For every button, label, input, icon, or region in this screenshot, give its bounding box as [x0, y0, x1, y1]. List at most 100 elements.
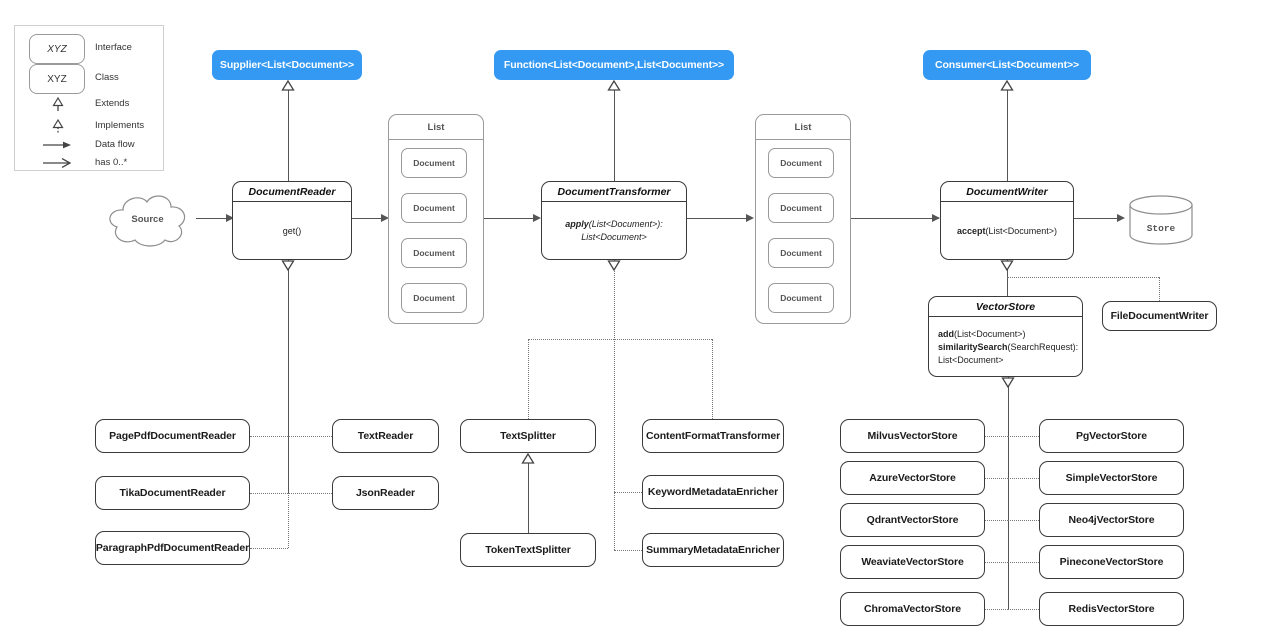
class-document-writer-title: DocumentWriter	[941, 182, 1073, 202]
class-text-reader[interactable]: TextReader	[332, 419, 439, 453]
link-textreader	[288, 436, 332, 437]
class-pg-vector-store[interactable]: PgVectorStore	[1039, 419, 1184, 453]
line-consumer-to-writer	[1007, 90, 1008, 181]
class-document-reader-title: DocumentReader	[233, 182, 351, 202]
flow-writer-to-store	[1074, 218, 1122, 219]
store-label: Store	[1146, 222, 1176, 234]
link-pgvector	[1008, 436, 1039, 437]
class-summary-metadata-enricher[interactable]: SummaryMetadataEnricher	[642, 533, 784, 567]
link-summary-enricher	[614, 550, 642, 551]
link-redis	[1008, 609, 1039, 610]
method-accept-name: accept	[956, 225, 986, 236]
method-add-args: (List<Document>)	[954, 328, 1026, 339]
list-item: Document	[401, 238, 467, 268]
class-vector-store[interactable]: VectorStore add(List<Document>) similari…	[928, 296, 1083, 377]
class-milvus-vector-store[interactable]: MilvusVectorStore	[840, 419, 985, 453]
class-qdrant-vector-store[interactable]: QdrantVectorStore	[840, 503, 985, 537]
class-paragraph-pdf-document-reader[interactable]: ParagraphPdfDocumentReader	[95, 531, 250, 565]
spine-vectorstore	[1008, 377, 1009, 610]
method-apply-return: List<Document>	[581, 232, 647, 242]
source-cloud: Source	[95, 188, 200, 250]
link-jsonreader	[288, 493, 332, 494]
link-neo4j	[1008, 520, 1039, 521]
link-keyword-enricher	[614, 492, 642, 493]
list-item: Document	[401, 193, 467, 223]
class-file-document-writer[interactable]: FileDocumentWriter	[1102, 301, 1217, 331]
implements-triangle-writer	[1000, 260, 1014, 271]
implements-triangle-vectorstore	[1001, 377, 1015, 388]
implements-triangle-transformer	[607, 260, 621, 271]
link-weaviate	[985, 562, 1008, 563]
class-document-transformer[interactable]: DocumentTransformer apply(List<Document>…	[541, 181, 687, 260]
implements-triangle-function	[607, 80, 621, 91]
list-item: Document	[768, 238, 834, 268]
bracket-transformer-top	[528, 339, 712, 340]
list-input-title: List	[389, 115, 483, 140]
flow-arrow-list-in	[533, 214, 541, 222]
class-weaviate-vector-store[interactable]: WeaviateVectorStore	[840, 545, 985, 579]
extends-triangle-textsplitter	[521, 453, 535, 464]
class-document-reader-body: get()	[233, 202, 351, 259]
link-chroma	[985, 609, 1008, 610]
class-content-format-transformer[interactable]: ContentFormatTransformer	[642, 419, 784, 453]
class-redis-vector-store[interactable]: RedisVectorStore	[1039, 592, 1184, 626]
legend-label-extends: Extends	[95, 98, 130, 109]
class-document-reader[interactable]: DocumentReader get()	[232, 181, 352, 260]
method-similarity-args: (SearchRequest):	[1007, 341, 1079, 352]
legend-label-has: has 0..*	[95, 157, 128, 168]
legend-panel: XYZ Interface XYZ Class Extends Implemen…	[14, 25, 164, 171]
line-function-to-transformer	[614, 90, 615, 181]
class-json-reader[interactable]: JsonReader	[332, 476, 439, 510]
list-item: Document	[768, 283, 834, 313]
method-add-name: add	[938, 328, 955, 339]
class-simple-vector-store[interactable]: SimpleVectorStore	[1039, 461, 1184, 495]
spine-reader-dotted	[288, 493, 289, 548]
method-similarity-return: List<Document>	[938, 354, 1004, 365]
class-document-transformer-title: DocumentTransformer	[542, 182, 686, 202]
list-output-title: List	[756, 115, 850, 140]
class-tika-document-reader[interactable]: TikaDocumentReader	[95, 476, 250, 510]
class-text-splitter[interactable]: TextSplitter	[460, 419, 596, 453]
interface-function[interactable]: Function<List<Document>,List<Document>>	[494, 50, 734, 80]
class-keyword-metadata-enricher[interactable]: KeywordMetadataEnricher	[642, 475, 784, 509]
link-qdrant	[985, 520, 1008, 521]
list-item: Document	[768, 148, 834, 178]
class-pinecone-vector-store[interactable]: PineconeVectorStore	[1039, 545, 1184, 579]
flow-list-to-writer	[851, 218, 939, 219]
flow-arrow-source	[226, 214, 234, 222]
list-item: Document	[768, 193, 834, 223]
legend-label-interface: Interface	[95, 42, 132, 53]
flow-list-to-transformer	[484, 218, 538, 219]
legend-label-implements: Implements	[95, 120, 145, 131]
link-pagepdf	[250, 436, 288, 437]
legend-label-class: Class	[95, 72, 119, 83]
spine-reader	[288, 260, 289, 493]
flow-transformer-to-list	[687, 218, 751, 219]
class-token-text-splitter[interactable]: TokenTextSplitter	[460, 533, 596, 567]
legend-dataflow-icon	[41, 138, 75, 150]
method-apply-args: (List<Document>):	[588, 219, 663, 229]
class-neo4j-vector-store[interactable]: Neo4jVectorStore	[1039, 503, 1184, 537]
method-apply-name: apply	[565, 219, 589, 229]
legend-extends-icon	[45, 96, 71, 112]
flow-arrow-writer	[1117, 214, 1125, 222]
flow-arrow-transformer	[746, 214, 754, 222]
interface-consumer[interactable]: Consumer<List<Document>>	[923, 50, 1091, 80]
class-page-pdf-document-reader[interactable]: PagePdfDocumentReader	[95, 419, 250, 453]
link-tika	[250, 493, 288, 494]
interface-supplier[interactable]: Supplier<List<Document>>	[212, 50, 362, 80]
class-document-writer-body: accept(List<Document>)	[941, 202, 1073, 259]
bracket-drop-textsplitter	[528, 339, 529, 419]
legend-label-dataflow: Data flow	[95, 139, 135, 150]
class-document-transformer-body: apply(List<Document>): List<Document>	[542, 202, 686, 259]
line-tokensplitter-extends	[528, 463, 529, 533]
class-document-writer[interactable]: DocumentWriter accept(List<Document>)	[940, 181, 1074, 260]
legend-class-swatch: XYZ	[29, 64, 85, 94]
class-azure-vector-store[interactable]: AzureVectorStore	[840, 461, 985, 495]
class-chroma-vector-store[interactable]: ChromaVectorStore	[840, 592, 985, 626]
link-pinecone	[1008, 562, 1039, 563]
source-label: Source	[131, 213, 164, 225]
method-accept-args: (List<Document>)	[985, 225, 1058, 236]
flow-arrow-list-out	[932, 214, 940, 222]
